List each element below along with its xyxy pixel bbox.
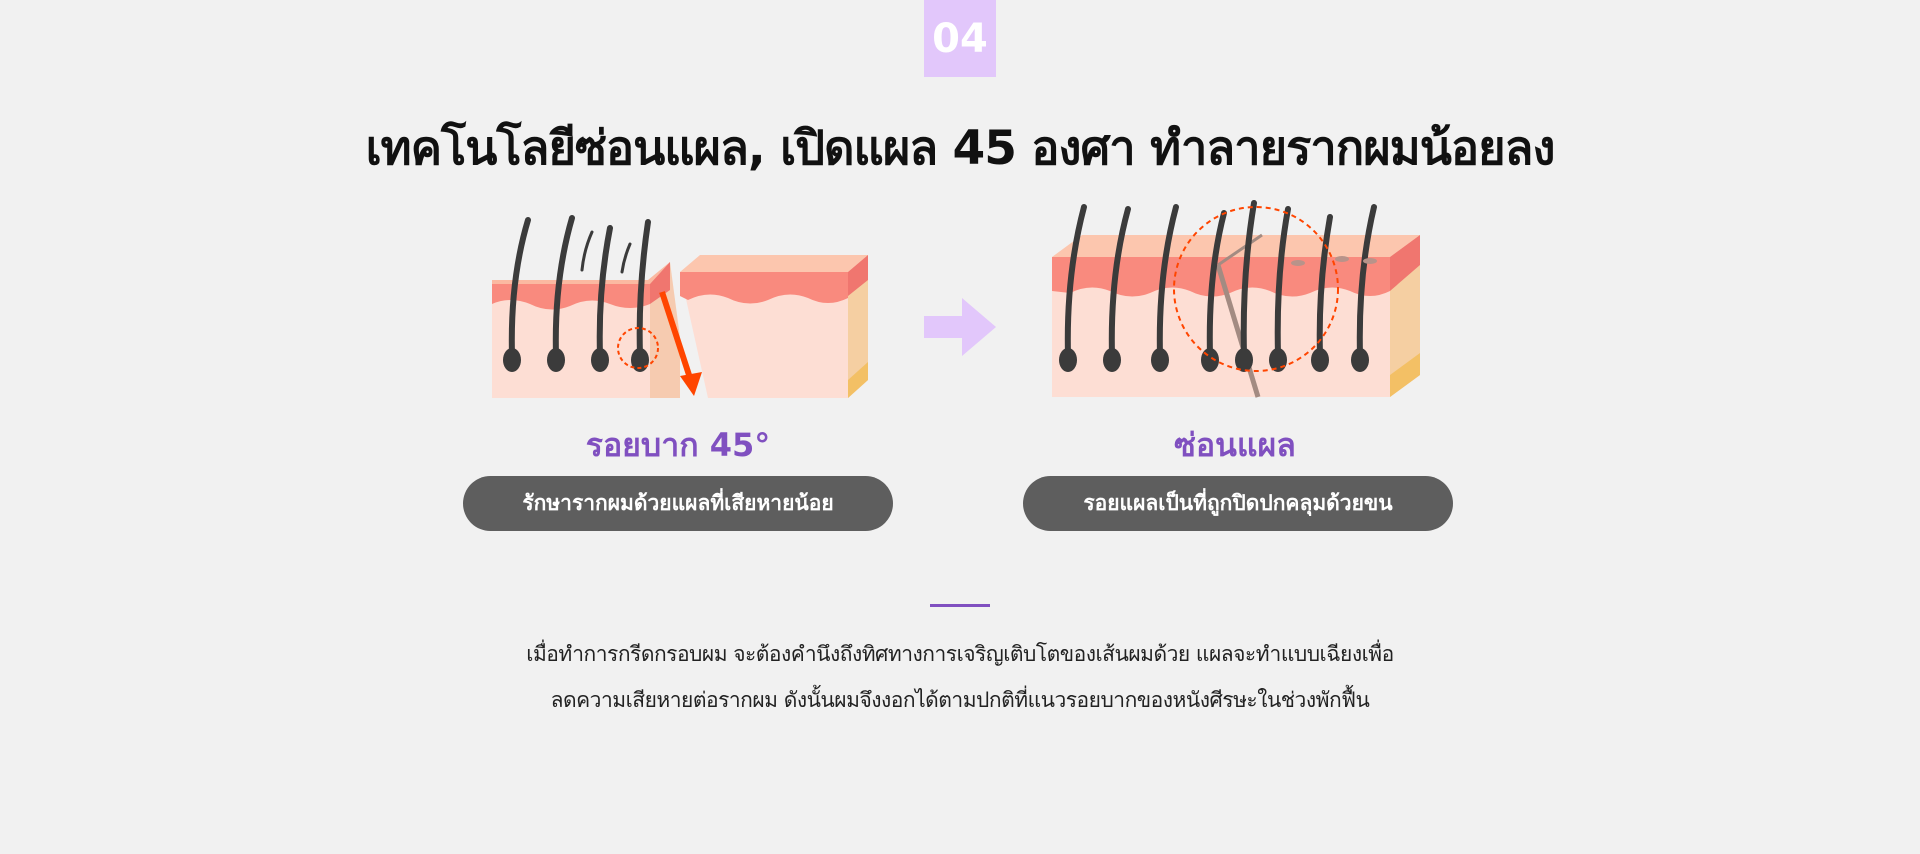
hidden-scar-caption-pill: รอยแผลเป็นที่ถูกปิดปกคลุมด้วยขน xyxy=(1023,476,1453,531)
hidden-scar-caption-title: ซ่อนแผล xyxy=(1174,426,1296,464)
angled-incision-skin-icon xyxy=(492,215,868,398)
arrow-right-icon xyxy=(924,298,996,356)
page-title: เทคโนโลยีซ่อนแผล, เปิดแผล 45 องศา ทำลายร… xyxy=(365,121,1556,176)
hidden-scar-skin-icon xyxy=(1052,200,1420,398)
step-number-badge: 04 xyxy=(924,0,996,77)
section-divider xyxy=(930,604,990,607)
incision-caption-title: รอยบาก 45° xyxy=(585,426,771,464)
incision-caption-pill: รักษารากผมด้วยแผลที่เสียหายน้อย xyxy=(463,476,893,531)
description-line-2: ลดความเสียหายต่อรากผม ดังนั้นผมจึงงอกได้… xyxy=(550,688,1370,712)
description-line-1: เมื่อทำการกรีดกรอบผม จะต้องคำนึงถึงทิศทา… xyxy=(526,642,1394,666)
